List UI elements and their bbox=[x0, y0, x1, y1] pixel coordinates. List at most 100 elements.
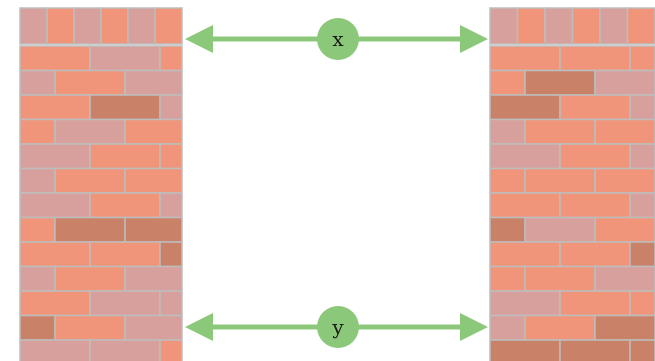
brick bbox=[124, 265, 183, 292]
brick bbox=[489, 45, 561, 72]
brick bbox=[559, 339, 631, 361]
brick bbox=[629, 241, 655, 268]
brick bbox=[594, 216, 655, 243]
brick bbox=[19, 290, 91, 317]
brick bbox=[159, 241, 183, 268]
bottom-arrow-head-right bbox=[460, 313, 488, 341]
brick bbox=[124, 167, 183, 194]
bottom-arrow-head-left bbox=[185, 313, 213, 341]
brick bbox=[629, 290, 655, 317]
brick bbox=[54, 216, 126, 243]
bottom-gap-arrow: y bbox=[185, 306, 488, 348]
brick bbox=[489, 94, 561, 121]
cap-brick bbox=[544, 7, 574, 45]
brick bbox=[19, 118, 56, 145]
brick bbox=[19, 265, 56, 292]
brick bbox=[629, 339, 655, 361]
left-wall bbox=[19, 7, 183, 361]
brick bbox=[89, 192, 161, 219]
cap-brick bbox=[571, 7, 601, 45]
brick bbox=[19, 143, 91, 170]
brick bbox=[54, 118, 126, 145]
brick bbox=[19, 216, 56, 243]
bottom-gap-label: y bbox=[331, 315, 344, 339]
brick bbox=[489, 192, 561, 219]
brick bbox=[159, 192, 183, 219]
cap-brick bbox=[489, 7, 519, 45]
top-arrow-head-left bbox=[185, 25, 213, 53]
brick bbox=[524, 118, 596, 145]
brick bbox=[559, 45, 631, 72]
brick bbox=[19, 314, 56, 341]
brick bbox=[524, 216, 596, 243]
brick bbox=[524, 69, 596, 96]
brick bbox=[489, 339, 561, 361]
cap-brick bbox=[19, 7, 48, 45]
cap-brick bbox=[626, 7, 655, 45]
top-gap-label-circle bbox=[317, 18, 359, 60]
brick bbox=[559, 241, 631, 268]
brick bbox=[19, 45, 91, 72]
cap-brick bbox=[100, 7, 129, 45]
brick bbox=[559, 94, 631, 121]
brick bbox=[159, 94, 183, 121]
brick bbox=[489, 265, 526, 292]
brick bbox=[159, 339, 183, 361]
brick bbox=[594, 118, 655, 145]
brick bbox=[594, 69, 655, 96]
brick bbox=[489, 241, 561, 268]
brick bbox=[89, 143, 161, 170]
brick bbox=[489, 216, 526, 243]
brick bbox=[19, 167, 56, 194]
brick bbox=[89, 241, 161, 268]
cap-brick bbox=[73, 7, 102, 45]
top-arrow-head-right bbox=[460, 25, 488, 53]
brick bbox=[489, 143, 561, 170]
brick bbox=[489, 314, 526, 341]
top-gap-arrow: x bbox=[185, 18, 488, 60]
brick bbox=[54, 314, 126, 341]
brick bbox=[89, 94, 161, 121]
brick bbox=[89, 290, 161, 317]
brick bbox=[19, 339, 91, 361]
brick bbox=[489, 69, 526, 96]
brick bbox=[124, 118, 183, 145]
brick bbox=[489, 290, 561, 317]
brick bbox=[124, 216, 183, 243]
cap-brick bbox=[46, 7, 75, 45]
cap-brick bbox=[599, 7, 629, 45]
brick bbox=[559, 290, 631, 317]
brick bbox=[594, 167, 655, 194]
brick bbox=[54, 265, 126, 292]
brick bbox=[629, 45, 655, 72]
brick bbox=[489, 167, 526, 194]
brick bbox=[524, 265, 596, 292]
brick bbox=[524, 167, 596, 194]
brick bbox=[559, 192, 631, 219]
brick bbox=[629, 94, 655, 121]
brick bbox=[19, 94, 91, 121]
cap-brick bbox=[516, 7, 546, 45]
cap-brick bbox=[127, 7, 156, 45]
brick bbox=[629, 143, 655, 170]
brick bbox=[89, 339, 161, 361]
bottom-gap-label-circle bbox=[317, 306, 359, 348]
brick bbox=[629, 192, 655, 219]
brick bbox=[89, 45, 161, 72]
brick bbox=[124, 314, 183, 341]
brick bbox=[559, 143, 631, 170]
cap-brick bbox=[154, 7, 183, 45]
brick bbox=[19, 192, 91, 219]
brick bbox=[54, 167, 126, 194]
brick bbox=[19, 69, 56, 96]
brick bbox=[594, 265, 655, 292]
brick bbox=[489, 118, 526, 145]
brick bbox=[524, 314, 596, 341]
brick bbox=[124, 69, 183, 96]
brick bbox=[159, 290, 183, 317]
brick bbox=[159, 45, 183, 72]
brick bbox=[19, 241, 91, 268]
brick bbox=[594, 314, 655, 341]
